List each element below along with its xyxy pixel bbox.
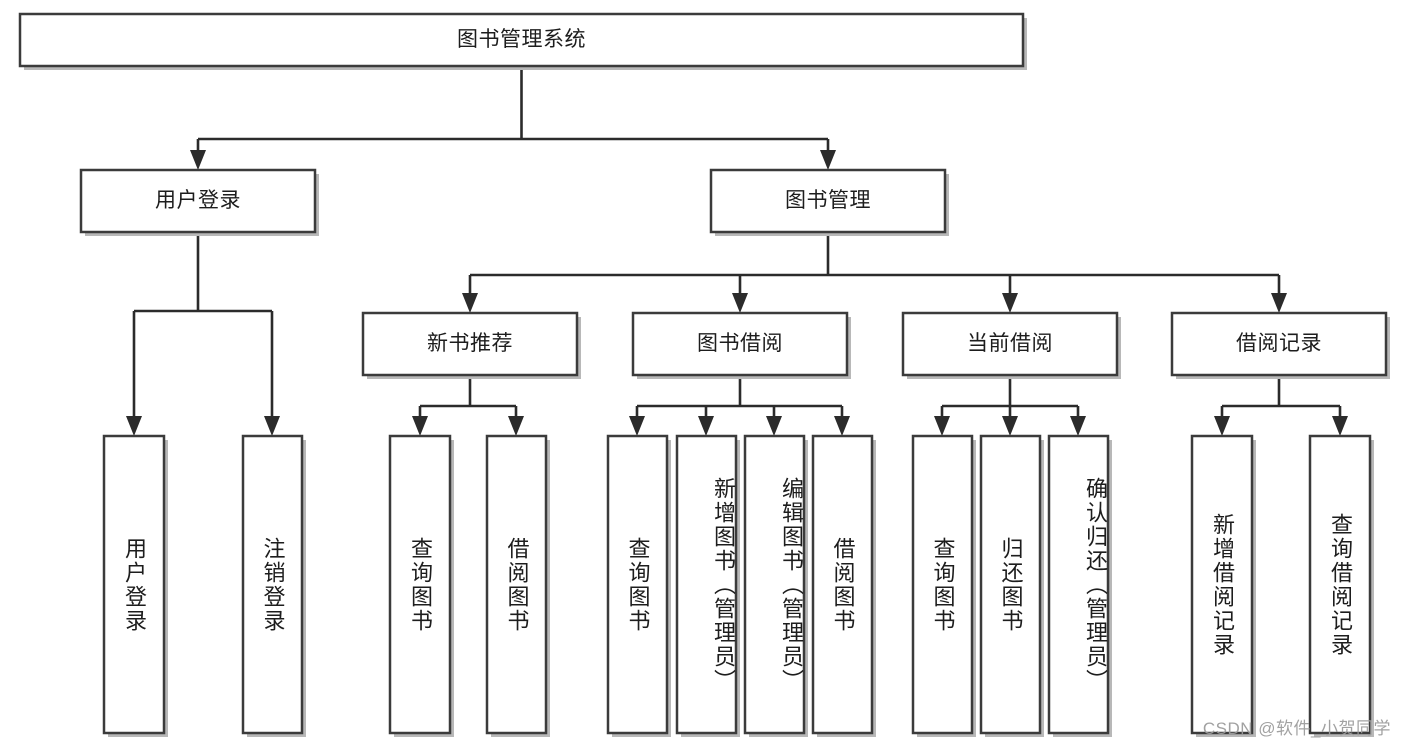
arrowhead-leaf-confirm-return — [1070, 416, 1086, 436]
arrowhead-borrow-record — [1271, 293, 1287, 313]
node-box-book-borrow[interactable] — [631, 311, 849, 377]
node-box-book-manage[interactable] — [709, 168, 947, 234]
node-box-leaf-query-book-1[interactable] — [388, 434, 452, 735]
arrowhead-leaf-query-record — [1332, 416, 1348, 436]
node-box-leaf-borrow-book-2[interactable] — [811, 434, 874, 735]
node-box-borrow-record[interactable] — [1170, 311, 1388, 377]
nodes-layer — [18, 12, 1390, 737]
arrowhead-leaf-logout — [264, 416, 280, 436]
edges-layer — [126, 66, 1348, 436]
node-box-leaf-user-login[interactable] — [102, 434, 166, 735]
node-box-current-borrow[interactable] — [901, 311, 1119, 377]
node-box-leaf-add-record[interactable] — [1190, 434, 1254, 735]
node-box-root[interactable] — [18, 12, 1025, 68]
node-box-leaf-edit-book[interactable] — [743, 434, 806, 735]
arrowhead-leaf-borrow-book-2 — [834, 416, 850, 436]
arrowhead-new-book-rec — [462, 293, 478, 313]
arrowhead-leaf-edit-book — [766, 416, 782, 436]
arrowhead-leaf-query-book-3 — [934, 416, 950, 436]
node-box-leaf-add-book[interactable] — [675, 434, 738, 735]
node-box-leaf-query-book-2[interactable] — [606, 434, 669, 735]
node-box-user-login[interactable] — [79, 168, 317, 234]
arrowhead-leaf-query-book-2 — [629, 416, 645, 436]
node-box-leaf-query-book-3[interactable] — [911, 434, 974, 735]
node-box-leaf-query-record[interactable] — [1308, 434, 1372, 735]
arrowhead-leaf-borrow-book-1 — [508, 416, 524, 436]
node-box-leaf-logout[interactable] — [241, 434, 304, 735]
arrowhead-leaf-add-record — [1214, 416, 1230, 436]
arrowhead-user-login — [190, 150, 206, 170]
node-box-leaf-borrow-book-1[interactable] — [485, 434, 548, 735]
arrowhead-leaf-user-login — [126, 416, 142, 436]
arrowhead-leaf-query-book-1 — [412, 416, 428, 436]
csdn-watermark: CSDN @软件_小贺同学 — [1202, 719, 1391, 738]
node-box-leaf-return-book[interactable] — [979, 434, 1042, 735]
arrowhead-book-borrow — [732, 293, 748, 313]
arrowhead-leaf-return-book — [1002, 416, 1018, 436]
node-box-leaf-confirm-return[interactable] — [1047, 434, 1110, 735]
node-box-new-book-rec[interactable] — [361, 311, 579, 377]
arrowhead-leaf-add-book — [698, 416, 714, 436]
arrowhead-book-manage — [820, 150, 836, 170]
arrowhead-current-borrow — [1002, 293, 1018, 313]
